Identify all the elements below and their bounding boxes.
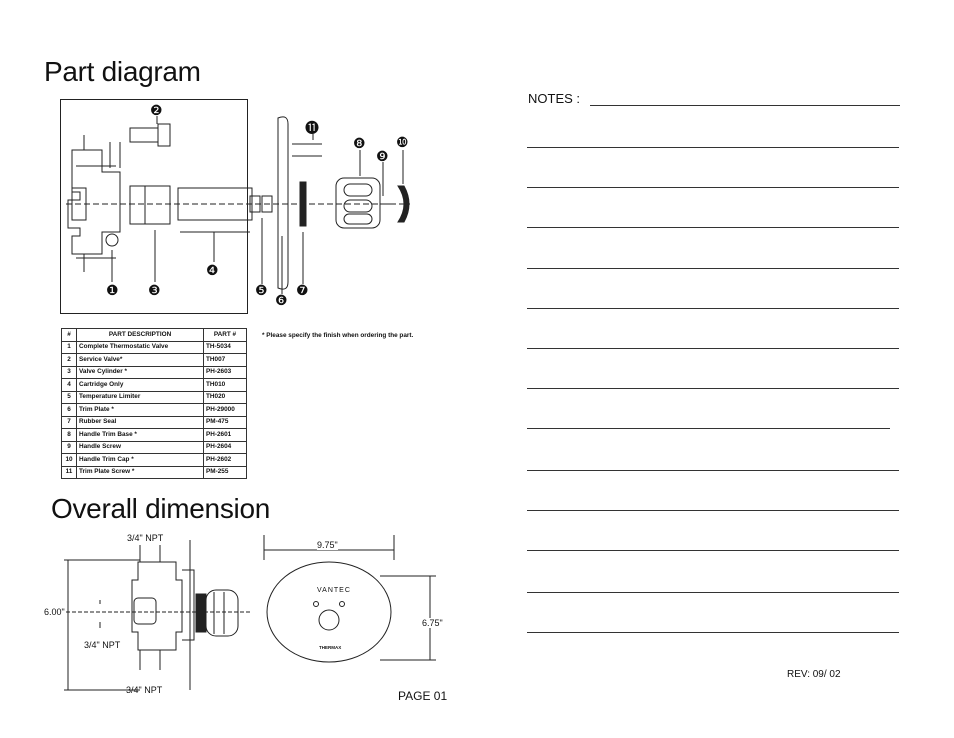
npt-top-label: 3/4" NPT — [127, 533, 164, 543]
row-part: TH020 — [203, 390, 247, 404]
note-line — [527, 428, 890, 429]
note-line — [527, 348, 899, 349]
note-line — [590, 105, 900, 106]
note-line — [527, 308, 899, 309]
width-dimension: 9.75" — [317, 540, 338, 550]
row-part: PM-255 — [203, 465, 247, 479]
plate-label: THERMAX — [319, 645, 342, 650]
height-dimension: 6.00" — [44, 607, 65, 617]
row-description: Trim Plate Screw * — [76, 465, 204, 479]
part-diagram-heading: Part diagram — [44, 56, 201, 87]
note-line — [527, 550, 899, 551]
callout-4: ❹ — [206, 262, 219, 278]
npt-bottom-label: 3/4" NPT — [126, 685, 163, 695]
plate-height-dimension: 6.75" — [422, 618, 443, 628]
callout-3: ❸ — [148, 282, 161, 298]
part-diagram-box — [60, 99, 248, 314]
note-line — [527, 187, 899, 188]
note-line — [527, 592, 899, 593]
notes-label: NOTES : — [528, 91, 581, 106]
npt-mid-label: 3/4" NPT — [84, 640, 121, 650]
callout-11: ⓫ — [305, 120, 319, 136]
note-line — [527, 388, 899, 389]
callout-8: ❽ — [353, 135, 366, 151]
revision-label: REV: 09/ 02 — [787, 669, 841, 680]
note-line — [527, 147, 899, 148]
callout-5: ❺ — [255, 282, 268, 298]
callout-9: ❾ — [376, 148, 389, 164]
page-number: PAGE 01 — [398, 689, 448, 703]
note-line — [527, 227, 899, 228]
note-line — [527, 510, 899, 511]
callout-7: ❼ — [296, 282, 309, 298]
overall-dimension-heading: Overall dimension — [51, 493, 270, 524]
note-line — [527, 268, 899, 269]
brand-logo-text: VANTEC — [317, 587, 351, 594]
note-line — [527, 470, 899, 471]
callout-10: ❿ — [396, 134, 409, 150]
table-header-row: # PART DESCRIPTION PART # — [61, 328, 247, 342]
callout-2: ❷ — [150, 102, 163, 118]
callout-6: ❻ — [275, 292, 288, 308]
note-line — [527, 632, 899, 633]
callout-1: ❶ — [106, 282, 119, 298]
finish-note: * Please specify the finish when orderin… — [262, 332, 414, 339]
